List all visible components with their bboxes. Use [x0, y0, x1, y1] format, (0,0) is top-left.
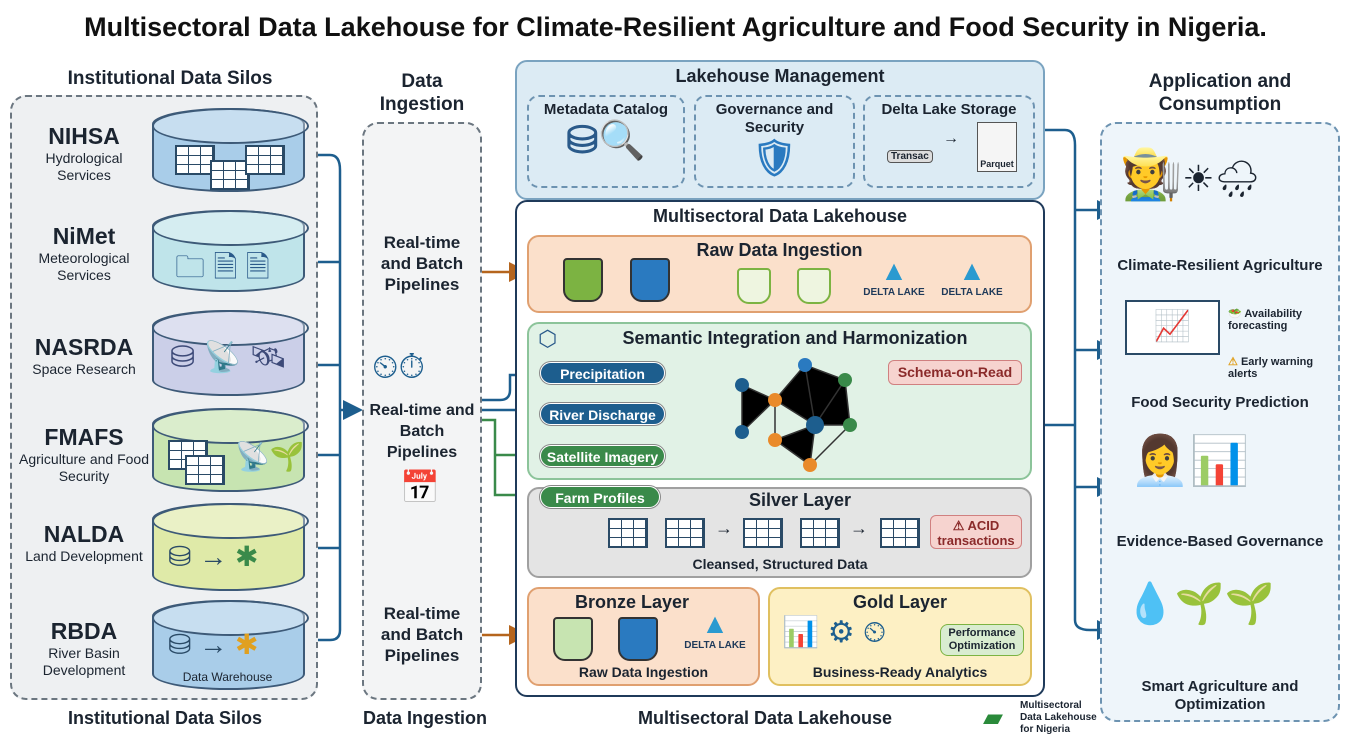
- ingestion-footer: Data Ingestion: [362, 708, 487, 728]
- gold-layer-title: Gold Layer: [852, 592, 948, 612]
- network-icon: ⛁ → ✱: [168, 541, 259, 572]
- delta-lake-logo: ▲DELTA LAKE: [684, 608, 746, 651]
- bucket-icon: [737, 268, 771, 304]
- logo-text: Multisectoral Data Lakehouse for Nigeria: [1020, 700, 1097, 735]
- calendar-icon: 📅: [400, 469, 440, 505]
- nigeria-map-logo-icon: ▰: [983, 702, 1003, 732]
- pill-river-discharge: River Discharge: [540, 403, 665, 425]
- pill-farm-profiles: Farm Profiles: [540, 486, 660, 508]
- lakehouse-management-panel: [515, 60, 1045, 200]
- table-icon: [608, 518, 648, 548]
- bucket-icon: [630, 258, 670, 302]
- data-warehouse-label: Data Warehouse: [182, 670, 273, 684]
- early-warning-alerts: ⚠ Early warning alerts: [1228, 356, 1314, 380]
- bronze-layer-title: Bronze Layer: [574, 592, 690, 612]
- bronze-caption: Raw Data Ingestion: [578, 664, 709, 680]
- table-icon: [185, 455, 225, 485]
- silver-caption: Cleansed, Structured Data: [692, 556, 868, 572]
- knowledge-graph: [735, 358, 857, 472]
- raw-ingestion-title: Raw Data Ingestion: [696, 240, 863, 260]
- cube-network-icon: ⬡: [538, 326, 558, 351]
- lakehouse-title: Multisectoral Data Lakehouse: [652, 206, 908, 226]
- pipeline-label: Real-time and Batch Pipelines: [380, 604, 464, 665]
- warehouse-icon: ⛁ → ✱: [168, 629, 259, 660]
- pill-precipitation: Precipitation: [540, 362, 665, 384]
- silos-footer: Institutional Data Silos: [67, 708, 263, 728]
- irrigation-icon: 💧🌱🌱: [1125, 582, 1275, 626]
- delta-storage-box: Delta Lake Storage Transac → Parquet: [863, 95, 1035, 188]
- arrow-icon: →: [715, 518, 733, 538]
- table-icon: [743, 518, 783, 548]
- governance-box: Governance and Security🛡: [694, 95, 855, 188]
- analytics-icons: 📊 ⚙ ⏲: [782, 616, 887, 649]
- app-smart-agriculture: Smart Agriculture and Optimization: [1141, 678, 1299, 713]
- parquet-file-icon: Parquet: [977, 122, 1017, 172]
- lakehouse-management-title: Lakehouse Management: [675, 66, 885, 86]
- rbda-database-icon: [152, 600, 309, 690]
- silver-layer-title: Silver Layer: [748, 490, 852, 510]
- delta-lake-logo: ▲DELTA LAKE: [941, 255, 1003, 298]
- table-icon: [210, 160, 250, 190]
- nimet-database-icon: [152, 210, 309, 292]
- ingestion-header: Data Ingestion: [379, 71, 465, 115]
- pill-satellite-imagery: Satellite Imagery: [540, 445, 665, 467]
- fmafs-database-icon: [152, 408, 309, 492]
- delta-lake-logo: ▲DELTA LAKE: [863, 255, 925, 298]
- transac-label: Transac: [887, 150, 933, 163]
- gold-caption: Business-Ready Analytics: [812, 664, 988, 680]
- chart-monitor-icon: 📈: [1125, 300, 1220, 355]
- performance-optimization-badge: Performance Optimization: [940, 624, 1024, 656]
- shield-icon: 🛡: [751, 137, 798, 178]
- nasrda-database-icon: [152, 310, 309, 396]
- arrow-icon: →: [943, 130, 959, 147]
- raw-ingestion-section: [527, 235, 1032, 313]
- table-icon: [665, 518, 705, 548]
- document-icons: 🗀 🗎 🗎: [175, 251, 270, 284]
- pipeline-label: Real-time and Batch Pipelines: [380, 233, 464, 294]
- bucket-icon: [618, 617, 658, 661]
- lakehouse-footer: Multisectoral Data Lakehouse: [637, 708, 893, 728]
- nalda-database-icon: [152, 503, 309, 591]
- apps-header: Application and Consumption: [1148, 71, 1292, 115]
- table-icon: [245, 145, 285, 175]
- metadata-catalog-box: Metadata Catalog⛁🔍: [527, 95, 685, 188]
- bucket-icon: [563, 258, 603, 302]
- app-climate-resilient-agriculture: Climate-Resilient Agriculture: [1117, 257, 1323, 274]
- farm-icon: 📡🌱: [235, 441, 305, 472]
- bucket-icon: [553, 617, 593, 661]
- farmer-weather-icon: 🧑‍🌾☀🌧: [1120, 146, 1261, 202]
- semantic-title: Semantic Integration and Harmonization: [622, 328, 968, 348]
- availability-forecasting: 🥗 Availability forecasting: [1228, 308, 1303, 332]
- apps-panel: [1100, 122, 1340, 722]
- silos-header: Institutional Data Silos: [67, 68, 273, 89]
- table-icon: [175, 145, 215, 175]
- schema-on-read-badge: Schema-on-Read: [888, 360, 1022, 385]
- arrow-icon: →: [850, 518, 868, 538]
- governance-presentation-icon: 👩‍💼📊: [1130, 435, 1250, 488]
- acid-transactions-badge: ⚠ ACID transactions: [930, 515, 1022, 549]
- gauge-stopwatch-icon: ⏲⏱: [372, 348, 426, 386]
- page-title: Multisectoral Data Lakehouse for Climate…: [84, 12, 1267, 42]
- table-icon: [880, 518, 920, 548]
- bucket-icon: [797, 268, 831, 304]
- satellite-icons: ⛁ 📡 🛰: [170, 341, 288, 374]
- silos-panel: [10, 95, 318, 700]
- app-food-security-prediction: Food Security Prediction: [1131, 394, 1309, 411]
- pipeline-label: Real-time and Batch Pipelines: [369, 402, 475, 461]
- database-search-icon: ⛁🔍: [566, 120, 646, 162]
- ingestion-panel: [362, 122, 482, 700]
- table-check-icon: [800, 518, 840, 548]
- app-evidence-based-governance: Evidence-Based Governance: [1116, 533, 1324, 550]
